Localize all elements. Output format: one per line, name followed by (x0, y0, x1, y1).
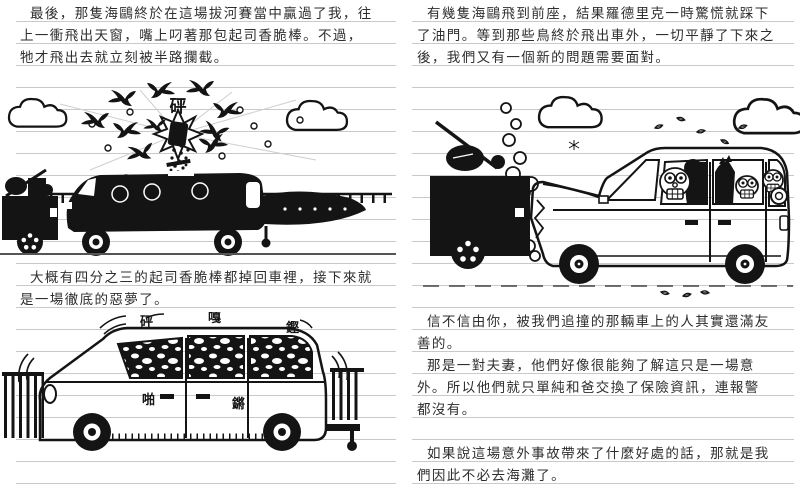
text-line: 牠才飛出去就立刻被半路攔截。 (20, 50, 229, 66)
text-line: 都沒有。 (417, 402, 477, 418)
rear-window-chaos (249, 335, 313, 379)
text-line: 了油門。等到那些鳥終於飛出車外，一切平靜了下來之 (417, 28, 775, 44)
sound-effect-text: 砰 (140, 315, 153, 330)
seagull-attack-illustration: 砰 (0, 80, 396, 256)
text-line: 們因此不必去海灘了。 (417, 468, 566, 484)
door-handle (196, 394, 210, 399)
burst-star (151, 107, 205, 162)
rear-window (246, 182, 260, 208)
front-window-chaos (116, 336, 183, 379)
snack-bag (167, 121, 189, 147)
crumpled-hood (533, 199, 546, 239)
hitch-ball (261, 238, 271, 248)
sound-effect-text: 鏘 (232, 396, 245, 412)
door-handle (718, 220, 731, 225)
crash-illustration (423, 95, 800, 298)
sound-effect-text: 鏗 (286, 320, 299, 336)
headlight (43, 384, 57, 404)
door-handle (160, 394, 174, 399)
side-mirror (598, 195, 609, 204)
text-line: 信不信由你，被我們追撞的那輛車上的人其實還滿友 (427, 314, 770, 330)
text-line: 是一場徹底的惡夢了。 (20, 292, 169, 308)
text-line: 有幾隻海鷗飛到前座，結果羅德里克一時驚慌就踩下 (427, 6, 770, 22)
shocked-passengers (659, 155, 788, 205)
windshield (604, 159, 661, 201)
spare-tire (770, 187, 788, 205)
bang-sound-text: 砰 (170, 97, 187, 117)
headlight (66, 202, 72, 209)
text-line: 那是一對夫妻，他們好像很能夠了解這只是一場意 (427, 358, 755, 374)
tow-hitch (326, 424, 360, 431)
truck-wheel (451, 235, 485, 269)
middle-window-chaos (187, 335, 245, 379)
shaking-van-illustration: 砰 嘎 鏗 啪 鏘 (2, 312, 364, 451)
tail-light (515, 208, 524, 217)
hitch-ball (347, 441, 357, 451)
cloud-icon (537, 95, 800, 135)
text-line: 大概有四分之三的起司香脆棒都掉回車裡，接下來就 (30, 270, 373, 286)
fence-left (2, 372, 44, 438)
text-line: 外。所以他們就只單純和爸交換了保險資訊，連報警 (417, 380, 760, 396)
white-van (38, 326, 360, 451)
junk-pole (434, 120, 499, 170)
boat-silhouette (261, 191, 366, 248)
passenger-heads (111, 182, 209, 203)
windshield (78, 178, 96, 196)
van-silhouette (66, 158, 267, 256)
text-line: 最後，那隻海鷗終於在這場拔河賽當中贏過了我，往 (30, 6, 373, 22)
text-line: 後，我們又有一個新的問題需要面對。 (417, 50, 671, 66)
family-van (529, 146, 791, 284)
junk-truck-silhouette (430, 120, 530, 269)
bbq-grill (446, 145, 484, 171)
truck-wheel (17, 229, 43, 255)
scribble-mark (568, 140, 580, 150)
sound-effect-text: 啪 (142, 392, 155, 408)
text-line: 上一衝飛出天窗，嘴上叼著那包起司香脆棒。不過， (20, 28, 363, 44)
junk-truck-silhouette (2, 168, 58, 255)
door-handle (685, 220, 698, 225)
text-line: 如果說這場意外事故帶來了什麼好處的話，那就是我 (427, 446, 770, 462)
open-sunroof (168, 171, 194, 176)
shake-lines (17, 313, 349, 383)
sound-effect-text: 嘎 (208, 312, 221, 326)
cheese-curl-bits (88, 106, 304, 182)
tail-light (779, 215, 789, 231)
text-line: 善的。 (417, 336, 462, 352)
